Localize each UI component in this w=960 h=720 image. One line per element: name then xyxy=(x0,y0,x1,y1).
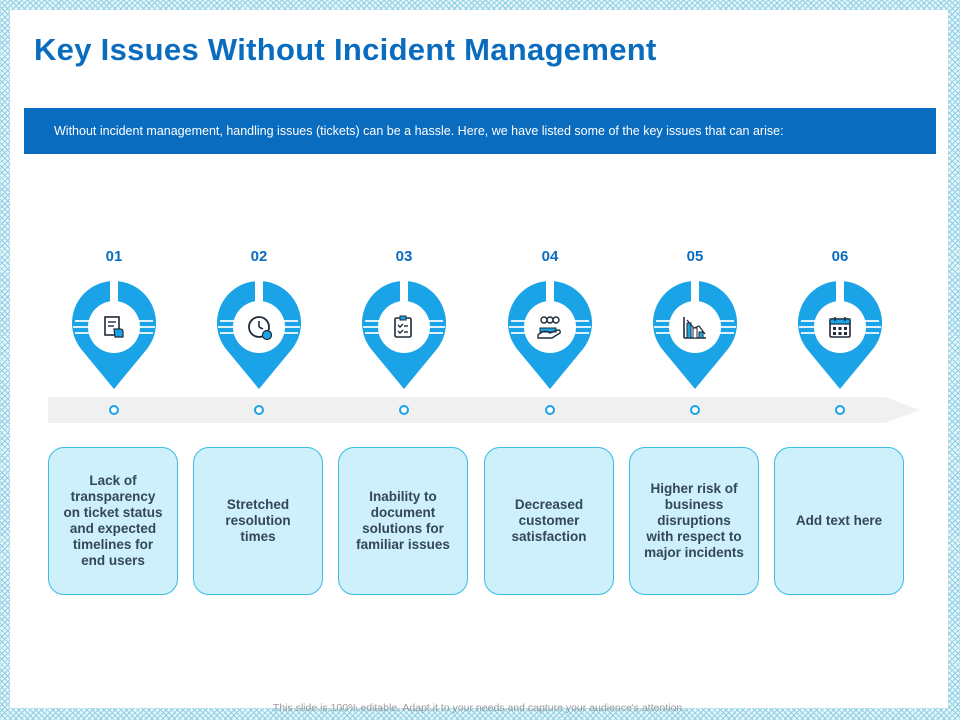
step-card-03: Inability to document solutions for fami… xyxy=(338,447,468,595)
timeline-dot-04 xyxy=(545,405,555,415)
step-card-04: Decreased customer satisfaction xyxy=(484,447,614,595)
calendar-icon xyxy=(829,317,851,338)
timeline-dot-02 xyxy=(254,405,264,415)
timeline-arrow xyxy=(48,397,920,423)
step-card-06: Add text here xyxy=(774,447,904,595)
step-number-06: 06 xyxy=(831,248,849,265)
step-card-01: Lack of transparency on ticket status an… xyxy=(48,447,178,595)
step-number-04: 04 xyxy=(541,248,559,265)
step-card-05: Higher risk of business disruptions with… xyxy=(629,447,759,595)
step-text-02: Stretched resolution times xyxy=(225,497,291,544)
step-number-03: 03 xyxy=(395,248,413,265)
step-number-05: 05 xyxy=(686,248,704,265)
step-pin-03 xyxy=(359,281,449,391)
checklist-icon xyxy=(394,315,412,338)
step-pin-06 xyxy=(795,281,885,391)
timeline-dot-01 xyxy=(109,405,119,415)
timeline-dot-05 xyxy=(690,405,700,415)
step-text-05: Higher risk of business disruptions with… xyxy=(644,481,744,560)
step-pin-02 xyxy=(214,281,304,391)
step-text-06: Add text here xyxy=(795,513,883,528)
step-pin-05 xyxy=(650,281,740,391)
bar-chart-icon xyxy=(683,317,706,339)
step-number-02: 02 xyxy=(250,248,268,265)
step-text-03: Inability to document solutions for fami… xyxy=(356,489,450,552)
timeline-dot-06 xyxy=(835,405,845,415)
intro-banner: Without incident management, handling is… xyxy=(24,108,936,154)
slide: Key Issues Without Incident Management W… xyxy=(10,10,948,714)
banner-text: Without incident management, handling is… xyxy=(54,124,784,138)
clock-icon xyxy=(248,316,273,341)
step-card-02: Stretched resolution times xyxy=(193,447,323,595)
step-pin-04 xyxy=(505,281,595,391)
step-number-01: 01 xyxy=(105,248,123,265)
timeline-dot-03 xyxy=(399,405,409,415)
step-text-01: Lack of transparency on ticket status an… xyxy=(63,473,163,568)
step-text-04: Decreased customer satisfaction xyxy=(511,497,587,544)
step-pin-01 xyxy=(69,281,159,391)
customer-care-icon xyxy=(537,316,561,339)
document-hand-icon xyxy=(104,316,124,338)
footer-note: This slide is 100% editable. Adapt it to… xyxy=(272,702,686,714)
page-title: Key Issues Without Incident Management xyxy=(34,32,657,67)
